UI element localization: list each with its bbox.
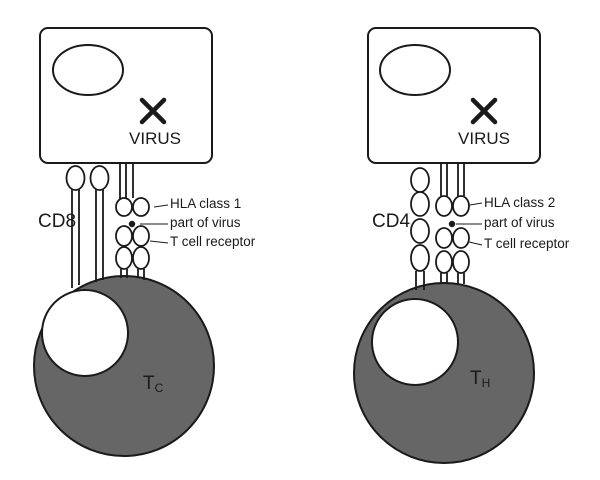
virus-peptide-icon	[448, 220, 456, 228]
virus-label: VIRUS	[129, 129, 181, 148]
infected-cell: VIRUS	[39, 27, 213, 164]
virus-peptide-icon	[128, 220, 136, 228]
coreceptor-label: CD4	[372, 211, 410, 232]
cd4-coreceptor	[410, 167, 430, 290]
panel-cytotoxic-t-cell: VIRUS TC C	[33, 27, 256, 457]
infected-cell: VIRUS	[367, 27, 541, 164]
cd8-coreceptor	[65, 165, 110, 288]
tcr-label: T cell receptor	[170, 234, 256, 249]
cell-type-label: TC	[143, 373, 164, 395]
t-cell: TC	[33, 275, 215, 457]
virus-label: VIRUS	[458, 129, 510, 148]
coreceptor-label: CD8	[38, 211, 76, 232]
panel-helper-t-cell: VIRUS TH	[353, 27, 570, 464]
t-cell: TH	[353, 282, 535, 464]
hla-class-2-molecule	[435, 163, 470, 228]
hla-label: HLA class 2	[484, 195, 555, 210]
t-cell-receptor	[435, 227, 470, 284]
nucleus-icon	[379, 44, 451, 96]
hla-label: HLA class 1	[170, 196, 241, 211]
virus-part-label: part of virus	[484, 215, 555, 230]
hla-class-1-molecule	[115, 163, 150, 228]
nucleus-icon	[52, 44, 124, 96]
t-cell-receptor	[115, 225, 150, 280]
tcr-label: T cell receptor	[484, 236, 570, 251]
t-cell-nucleus	[371, 298, 459, 386]
virus-x-icon	[470, 97, 498, 125]
virus-x-icon	[139, 97, 167, 125]
virus-part-label: part of virus	[170, 215, 241, 230]
t-cell-nucleus	[41, 289, 129, 377]
cell-type-label: TH	[470, 368, 490, 390]
